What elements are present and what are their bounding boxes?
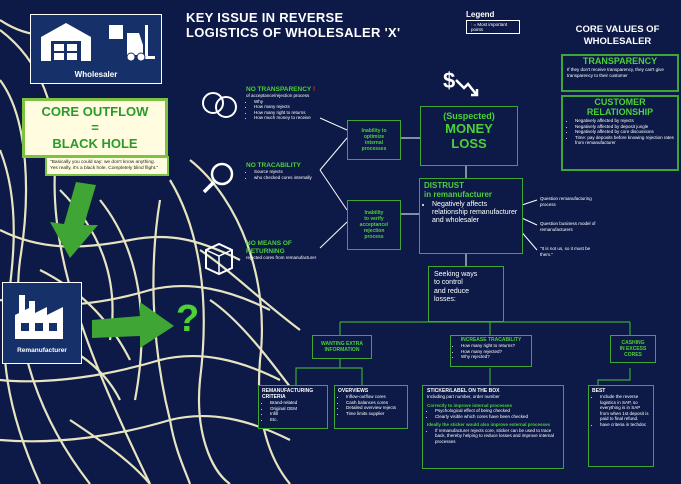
list-item: Etc. [270, 417, 324, 423]
cashing-box: CASHING IN EXCESS CORES [610, 335, 656, 363]
core-outflow-box: CORE OUTFLOW = BLACK HOLE [22, 98, 168, 158]
return-box-icon [205, 242, 233, 276]
quote-box: "Basically you could say: we don't know … [45, 156, 169, 177]
list-item: Negatively affects relationship remanufa… [432, 201, 518, 225]
no-transparency-title: NO TRANSPARENCY [246, 86, 312, 93]
list-item: Negatively affected by deposit jungle [575, 124, 677, 130]
sticker-list-2: If remanufacturer rejects core, sticker … [427, 428, 559, 445]
increase-traceability-list: How many right to returns? How many reje… [453, 343, 529, 360]
legend-title: Legend [466, 10, 495, 19]
list-item: Infill [270, 411, 324, 417]
list-item: How many rejected? [461, 349, 529, 355]
inability-optimize-box: Inability to optimize internal processes [347, 120, 401, 160]
money-loss-icon: $ [443, 68, 479, 97]
no-transparency-block: NO TRANSPARENCY ! of acceptance/rejectio… [246, 86, 356, 121]
magnifier-icon [202, 162, 234, 194]
core-values-heading: CORE VALUES OF WHOLESALER [575, 24, 660, 47]
list-item: Time: pay deposits before knowing reject… [575, 135, 677, 146]
best-list: Include the reverse logistics in SAP, so… [592, 394, 650, 427]
money-loss-title: MONEY LOSS [445, 121, 493, 151]
list-item: Cash balances cores [346, 400, 404, 406]
no-traceability-list: Source rejects who checked cores interna… [246, 169, 342, 180]
wholesaler-tile: Wholesaler [30, 14, 162, 84]
relationship-title: CUSTOMER RELATIONSHIP [586, 97, 654, 117]
list-item: How many rejects [254, 104, 356, 110]
wholesaler-label: Wholesaler [74, 70, 118, 79]
inability-verify-box: Inability to verify acceptance/ rejectio… [347, 200, 401, 250]
question-mark: ? [176, 298, 200, 340]
distrust-title: DISTRUST in remanufacturer [424, 181, 493, 199]
wanting-info-box: WANTING EXTRA INFORMATION [312, 335, 372, 359]
list-item: If remanufacturer rejects core, sticker … [435, 428, 559, 445]
list-item: Clearly visible which cores have been ch… [435, 414, 559, 420]
list-item: Time limits supplier [346, 411, 404, 417]
svg-text:$: $ [443, 68, 455, 93]
legend-item: = Most important points [471, 22, 508, 32]
warehouse-icon [41, 23, 91, 61]
list-item: have criteria in techdoc [600, 422, 650, 428]
relationship-list: Negatively affected by rejects Negativel… [563, 118, 677, 146]
sticker-h1: Correctly to improve internal processes [427, 402, 513, 408]
list-item: Psychological effect of being checked [435, 408, 559, 414]
list-item: Original OEM [270, 406, 324, 412]
distrust-list: Negatively affects relationship remanufa… [424, 201, 518, 225]
transparency-box: TRANSPARENCY If they don't receive trans… [561, 54, 679, 92]
sticker-h2: Ideally the sticker would also improve e… [427, 422, 551, 427]
list-item: How many right to returns [254, 110, 356, 116]
legend-box: ! = Most important points [466, 20, 520, 34]
no-means-block: NO MEANS OF RETURNING rejected cores fro… [246, 240, 332, 261]
increase-traceability-title: INCREASE TRACABILITY [460, 337, 522, 343]
forklift-icon [109, 25, 155, 62]
remanufacturer-tile: Remanufacturer [2, 282, 82, 364]
list-item: Source rejects [254, 169, 342, 175]
no-traceability-title: NO TRACABILITY [246, 162, 301, 169]
remanufacturer-label: Remanufacturer [17, 347, 67, 354]
overviews-list: Inflow-outflow cores Cash balances cores… [338, 394, 404, 416]
list-item: How many right to returns? [461, 343, 529, 349]
transparency-text: If they don't receive transparency, they… [567, 67, 664, 78]
distrust-note-3: "It is not us, so it must be them." [540, 246, 591, 257]
no-transparency-list: Why How many rejects How many right to r… [246, 99, 356, 121]
sticker-sub: Including part number, order number [427, 394, 500, 399]
list-item: Why rejected? [461, 354, 529, 360]
no-means-text: rejected cores from remanufacturer [246, 255, 317, 260]
money-loss-box: (Suspected) MONEY LOSS [420, 106, 518, 166]
distrust-note-2: Question business model of remanufacture… [540, 221, 596, 232]
list-item: Detailed overview rejects [346, 405, 404, 411]
distrust-note-1: Question remanufacturing process [540, 196, 592, 207]
sticker-box: STICKER/LABEL ON THE BOX Including part … [422, 385, 564, 469]
money-loss-suspected: (Suspected) [443, 111, 495, 121]
sticker-title: STICKER/LABEL ON THE BOX [427, 388, 500, 394]
no-means-title: NO MEANS OF RETURNING [246, 240, 292, 255]
list-item: Negatively affected by core discussions [575, 129, 677, 135]
page-title: KEY ISSUE IN REVERSE LOGISTICS OF WHOLES… [186, 10, 401, 40]
list-item: who checked cores internally [254, 175, 342, 181]
no-traceability-block: NO TRACABILITY Source rejects who checke… [246, 162, 342, 180]
seeking-box: Seeking ways to control and reduce losse… [428, 266, 504, 322]
criteria-box: REMANUFACTURING CRITERIA Brand-related O… [258, 385, 328, 429]
alert-icon: ! [312, 86, 316, 93]
distrust-box: DISTRUST in remanufacturer Negatively af… [419, 178, 523, 254]
best-title: BEST [592, 388, 606, 394]
relationship-box: CUSTOMER RELATIONSHIP Negatively affecte… [561, 95, 679, 171]
best-box: BEST Include the reverse logistics in SA… [588, 385, 654, 467]
factory-icon [15, 295, 63, 339]
no-transparency-sub: of acceptance/rejection process [246, 93, 310, 98]
list-item: Negatively affected by rejects [575, 118, 677, 124]
transparency-title: TRANSPARENCY [582, 56, 658, 66]
legend: Legend ! = Most important points [466, 10, 520, 34]
criteria-list: Brand-related Original OEM Infill Etc. [262, 400, 324, 422]
list-item: Include the reverse logistics in SAP, so… [600, 394, 650, 422]
list-item: Why [254, 99, 356, 105]
list-item: Brand-related [270, 400, 324, 406]
transparency-rings-icon [202, 92, 237, 118]
list-item: Inflow-outflow cores [346, 394, 404, 400]
overviews-title: OVERVIEWS [338, 388, 369, 394]
criteria-title: REMANUFACTURING CRITERIA [262, 388, 314, 400]
list-item: How much money to receive [254, 115, 356, 121]
overviews-box: OVERVIEWS Inflow-outflow cores Cash bala… [334, 385, 408, 429]
increase-traceability-box: INCREASE TRACABILITY How many right to r… [450, 335, 532, 367]
sticker-list-1: Psychological effect of being checked Cl… [427, 408, 559, 419]
